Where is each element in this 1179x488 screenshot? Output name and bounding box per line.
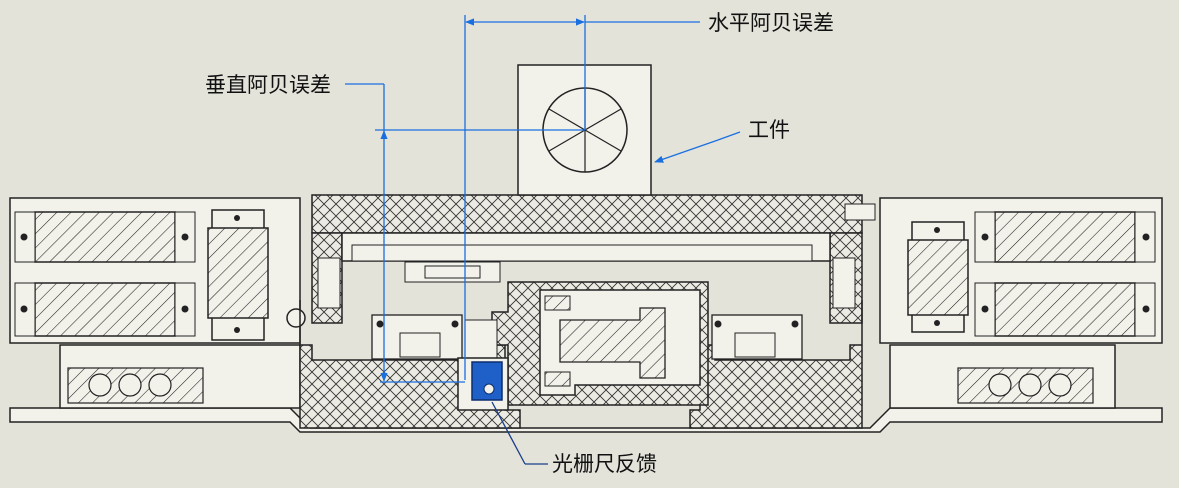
grating-feedback-leader (491, 401, 548, 465)
right-motor-housing (879, 197, 1163, 409)
left-motor-housing (9, 197, 306, 409)
horizontal-abbe-error-label: 水平阿贝误差 (708, 11, 834, 35)
base-plate (9, 407, 1163, 433)
central-carriage (299, 194, 876, 429)
grating-scale-feedback-label: 光栅尺反馈 (552, 452, 657, 476)
grating-scale-head (471, 361, 503, 401)
workpiece-label: 工件 (748, 118, 790, 142)
vertical-abbe-error-label: 垂直阿贝误差 (205, 73, 331, 97)
abbe-dimension-lines (345, 15, 741, 383)
